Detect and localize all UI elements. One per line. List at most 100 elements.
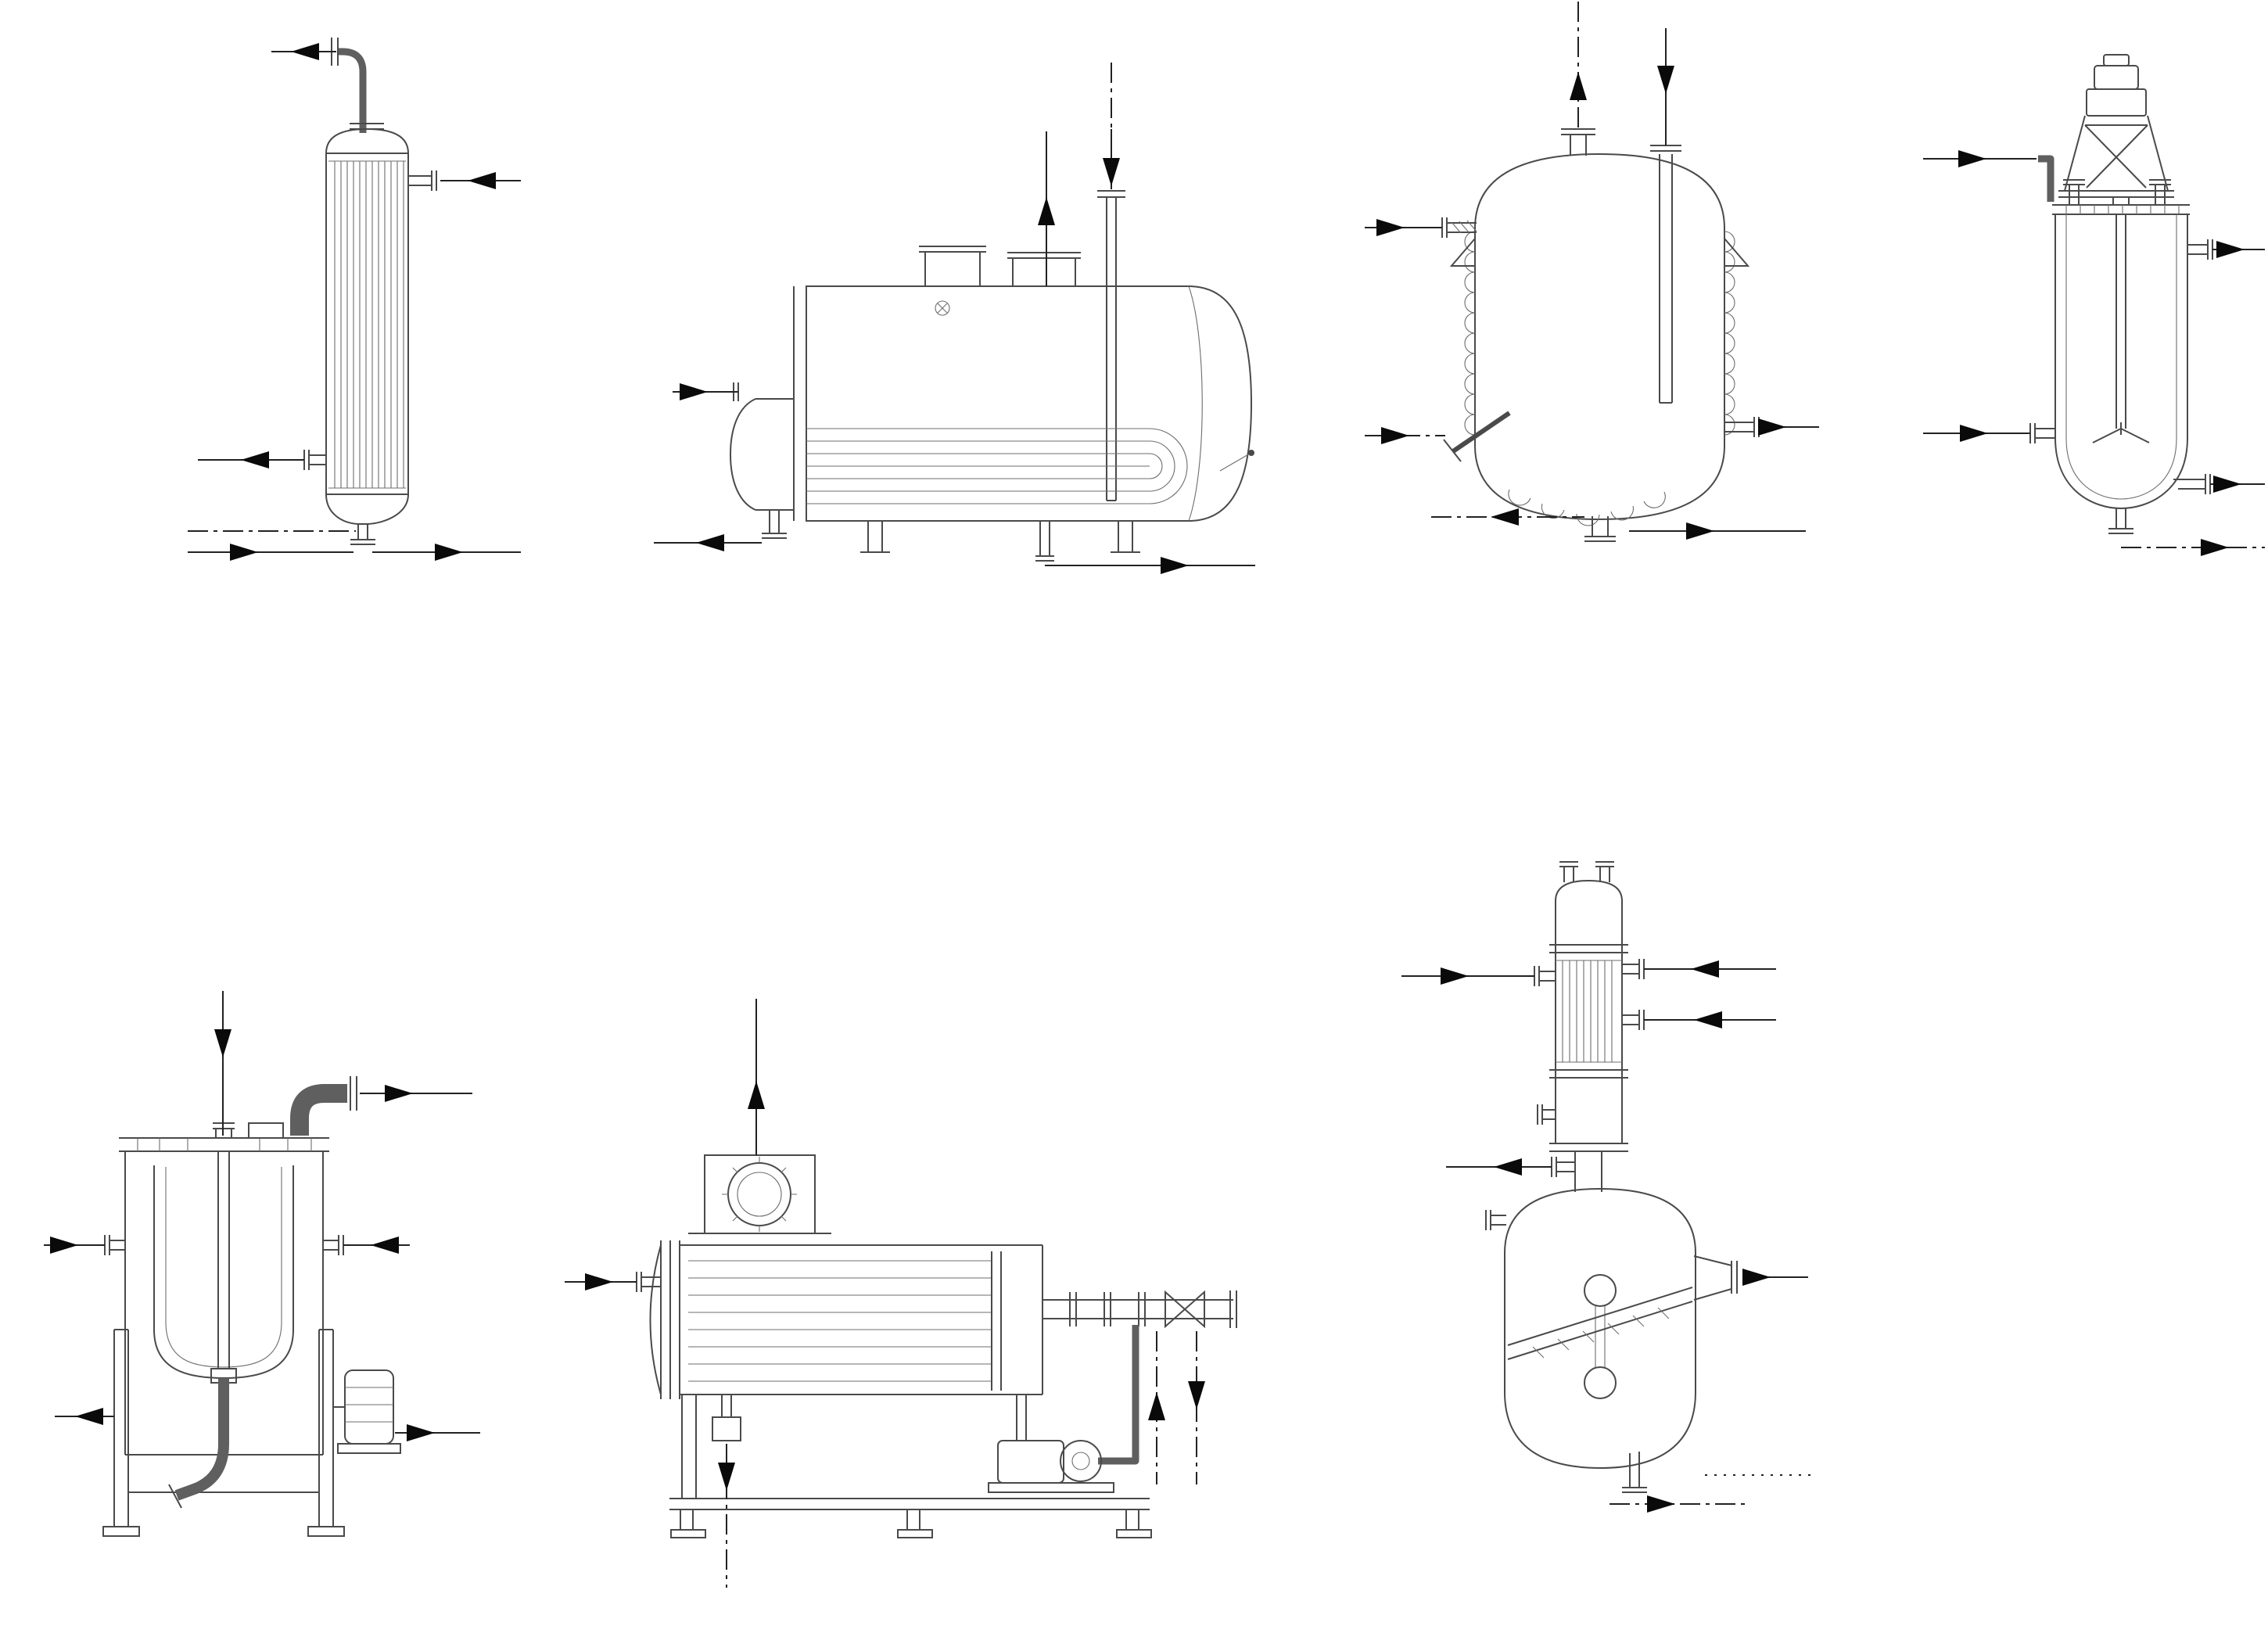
e6-piping-flanges	[1069, 1290, 1237, 1328]
e2-vent-cross	[937, 303, 948, 314]
e3-right-nozzle	[1724, 417, 1760, 437]
horizontal-tube-heater-with-pump-drawing	[636, 1154, 1237, 1538]
e1-tubes	[334, 161, 404, 488]
flow-arrowhead	[1376, 219, 1405, 236]
e4-feed-elbow	[2038, 155, 2054, 202]
e2-left-flange	[793, 286, 807, 521]
e7-column-walls	[1555, 901, 1623, 1143]
e4-shaft-housing	[2112, 197, 2130, 205]
e6-sight-glass-bolts	[722, 1157, 797, 1232]
e7-calandria-tubes	[1562, 960, 1613, 1062]
flow-arrowhead	[371, 1237, 399, 1254]
flow-arrowhead	[585, 1273, 613, 1290]
e2-shell	[806, 285, 1253, 522]
flow-arrowhead	[2213, 476, 2241, 493]
e5-spindle	[217, 1151, 230, 1369]
e3-half-coil-bottom	[1508, 489, 1666, 526]
e1-bottom-dome	[325, 494, 409, 525]
flow-arrowhead	[1742, 1269, 1771, 1286]
e1-top-head-flange	[350, 123, 384, 130]
e7-bottom-stub	[1622, 1452, 1647, 1493]
e5-discharge-chute	[174, 1378, 229, 1501]
flow-arrowhead	[680, 383, 708, 400]
e6-pad-3	[1116, 1529, 1152, 1538]
flow-arrowhead	[1691, 960, 1719, 978]
e3-dip-pipe	[1650, 145, 1681, 404]
e7-column-bottom-flange	[1549, 1143, 1628, 1152]
e7-right-stubs	[1622, 959, 1645, 1030]
flow-arrowhead	[407, 1424, 435, 1441]
flow-arrowhead	[1570, 72, 1587, 100]
flow-arrowhead	[385, 1085, 413, 1102]
e3-bottom-dome	[1474, 445, 1725, 521]
e3-tangential-nozzle-flange	[1443, 439, 1462, 462]
flow-arrowhead	[75, 1408, 103, 1425]
e1-top-pipe	[338, 48, 367, 133]
vertical-shell-tube-exchanger-drawing	[303, 38, 437, 545]
e2-level-gauge-lever	[1219, 453, 1251, 472]
flow-arrowhead	[1647, 1495, 1675, 1513]
e4-stand-baseplate	[2058, 190, 2174, 198]
flow-arrowhead	[468, 172, 496, 189]
e6-left-feed-nozzle	[636, 1272, 661, 1292]
e7-right-cone-nozzle	[1693, 1255, 1738, 1301]
flow-arrowhead	[1441, 967, 1469, 985]
e1-top-dome	[325, 127, 409, 154]
e5-elbow-flange	[350, 1076, 357, 1111]
e3-half-coil-right	[1724, 231, 1735, 436]
flow-arrowhead	[1694, 1011, 1722, 1028]
e7-top-nozzles	[1559, 861, 1614, 882]
e6-tubes	[688, 1260, 992, 1382]
e3-left-upper-nozzle	[1441, 217, 1477, 238]
e6-legs	[680, 1395, 1139, 1530]
flow-arrowhead	[1188, 1381, 1205, 1409]
e6-pump-volute	[1060, 1440, 1102, 1482]
e6-left-flanges	[660, 1240, 680, 1399]
vertical-evaporator-separator-drawing	[1485, 861, 1738, 1493]
e3-top-dome	[1474, 153, 1725, 229]
e5-foot-right	[307, 1526, 345, 1537]
e6-pump-riser	[1098, 1325, 1139, 1465]
e6-pump-eye	[1071, 1452, 1090, 1470]
e3-shell-sides	[1474, 228, 1725, 446]
flow-arrowhead	[241, 451, 269, 468]
flow-arrowhead	[1960, 425, 1988, 442]
e4-head-flange-bolts	[2065, 205, 2180, 214]
e4-inner-shell-walls	[2065, 214, 2177, 438]
e4-impeller	[2092, 422, 2150, 443]
flow-arrowhead	[1494, 1158, 1522, 1176]
e3-tangential-nozzle	[1452, 411, 1511, 454]
e6-left-end-cap	[649, 1244, 662, 1395]
e5-motor	[344, 1369, 394, 1445]
e5-foot-left	[102, 1526, 140, 1537]
e2-channel-bottom-nozzle	[762, 510, 787, 539]
flow-arrowhead	[718, 1463, 735, 1491]
flow-arrowhead	[2201, 539, 2229, 556]
e6-drain-valve	[712, 1416, 741, 1441]
e3-support-lugs	[1449, 238, 1750, 267]
flow-arrowhead	[1958, 150, 1986, 167]
e4-top-nozzles	[2063, 179, 2171, 205]
e7-baffle-band	[1507, 1287, 1693, 1360]
flow-arrowhead	[1758, 418, 1786, 436]
e4-right-lower-nozzle	[2173, 474, 2211, 494]
e5-cover	[119, 1137, 329, 1152]
e5-cover-box	[248, 1122, 284, 1139]
e5-discharge-flange	[168, 1484, 182, 1509]
e4-bottom-outlet	[2108, 508, 2133, 534]
flow-arrowhead	[2216, 241, 2245, 258]
flow-arrowhead	[1103, 158, 1120, 186]
flow-arrowhead	[1161, 557, 1189, 574]
e4-motor	[2094, 65, 2139, 90]
e4-jacket-bottom	[2054, 437, 2188, 510]
e6-pump-suction	[1016, 1395, 1027, 1441]
vertical-basket-centrifuge-drawing	[102, 1076, 401, 1537]
flow-arrowhead	[748, 1081, 765, 1109]
e4-agitator-shaft	[2115, 214, 2126, 429]
e6-pump-base	[988, 1482, 1114, 1493]
e6-pump-motor	[997, 1440, 1064, 1484]
e2-bottom-drain	[1035, 521, 1054, 562]
e5-left-nozzle	[104, 1235, 125, 1255]
